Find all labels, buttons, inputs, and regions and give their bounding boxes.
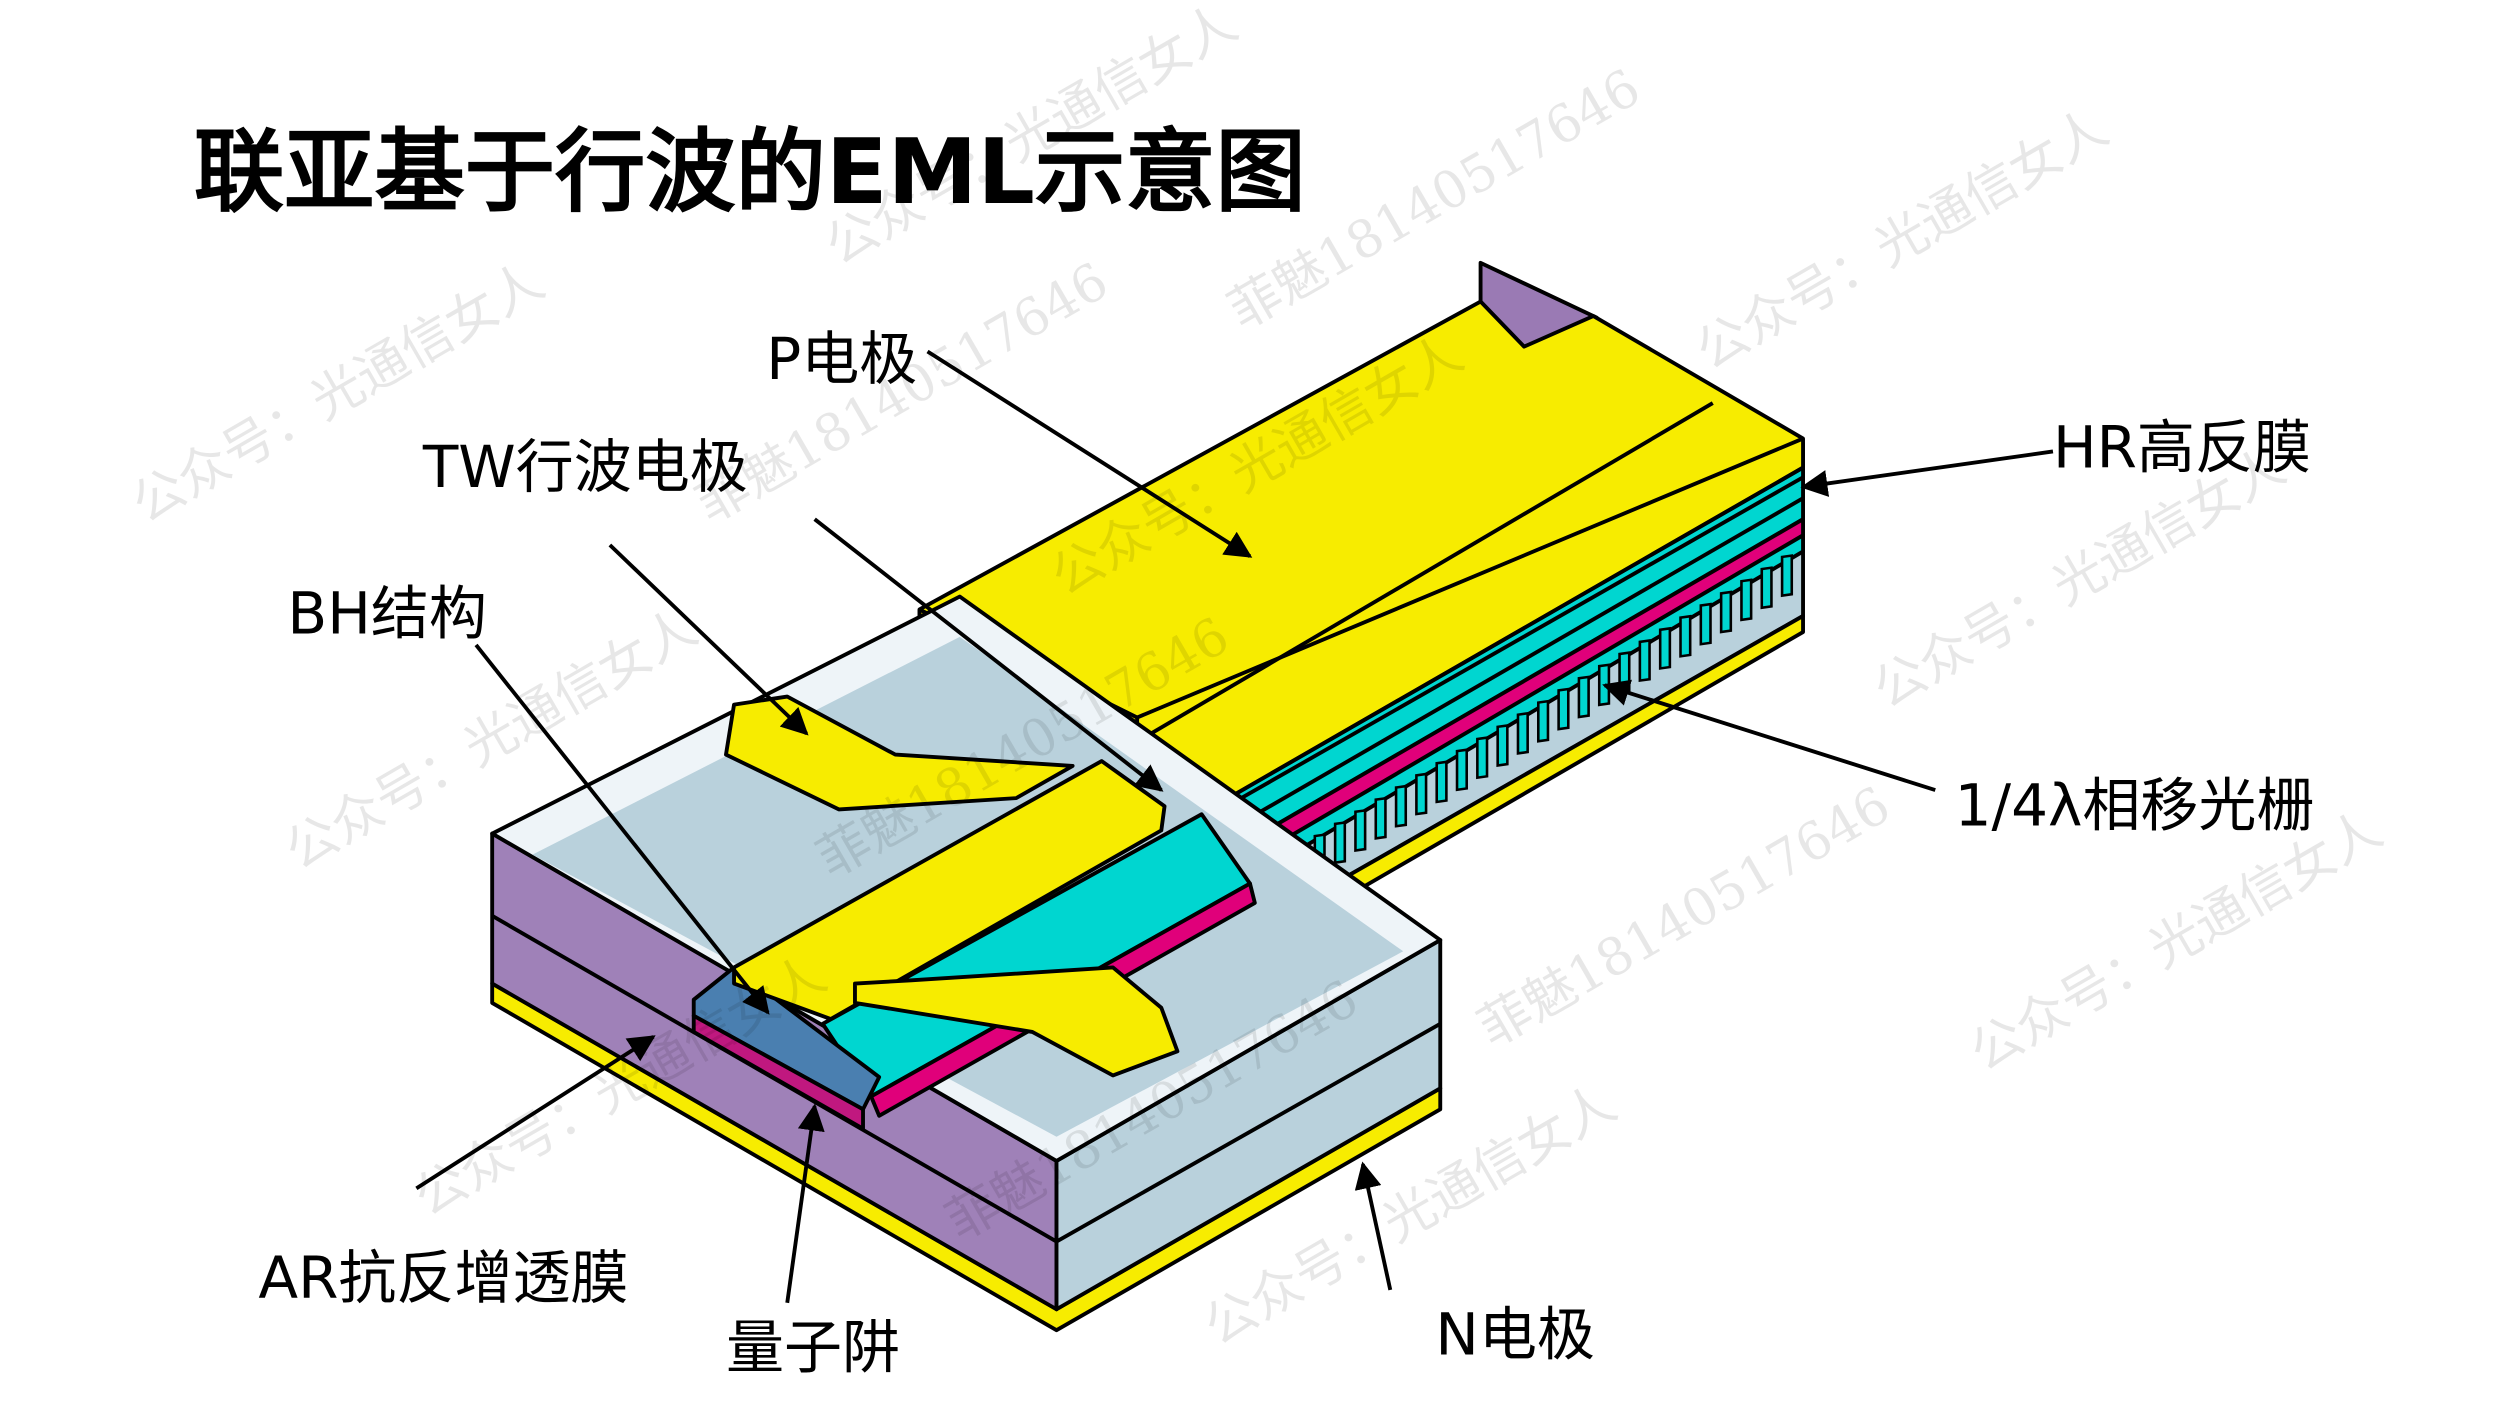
grating-bar (1760, 566, 1773, 610)
grating-bar (1557, 687, 1570, 731)
grating-bar (1638, 639, 1651, 683)
watermark-account: 公众号：光通信女人 (1686, 98, 2118, 382)
grating-bar (1415, 772, 1428, 816)
callout-arrows (415, 349, 2054, 1304)
grating-bar (1740, 578, 1753, 622)
grating-bar (1333, 821, 1347, 865)
grating-bar (1394, 784, 1408, 828)
grating-bars (1272, 554, 1794, 901)
watermark-contact: 菲魅18140517646 (1468, 775, 1900, 1059)
grating-bar (1496, 723, 1509, 767)
grating-bar (1435, 760, 1448, 804)
grating-bar (1618, 651, 1631, 695)
page-title: 联亚基于行波的EML示意图 (194, 120, 1306, 225)
label-hr-coating: HR高反膜 (2053, 414, 2311, 482)
grating-bar (1658, 626, 1672, 670)
watermark-contact: 菲魅18140517646 (686, 251, 1118, 535)
label-grating: 1/4λ相移光栅 (1955, 772, 2315, 840)
watermark-account: 公众号：光通信女人 (1960, 799, 2392, 1083)
tw-electrode-pad-bottom (853, 965, 1180, 1078)
grating-bar (1699, 602, 1712, 646)
grating-bar (1679, 614, 1692, 658)
quantum-well-region (691, 965, 882, 1112)
label-n-electrode: N电极 (1435, 1300, 1594, 1368)
grating-bar (1354, 808, 1367, 852)
label-quantum-well: 量子阱 (726, 1313, 900, 1381)
tw-electrode-strip (732, 759, 1167, 1021)
tw-electrode-pad-top (724, 694, 1075, 812)
base-block (490, 594, 1443, 1333)
grating-bar (1516, 711, 1529, 755)
grating-bar (1719, 590, 1733, 634)
grating-bar (1780, 554, 1794, 598)
laser-section (917, 260, 1805, 946)
grating-bar (1455, 748, 1468, 792)
label-ar-coating: AR抗反增透膜 (258, 1244, 628, 1312)
grating-bar (1476, 736, 1489, 780)
label-bh-structure: BH结构 (287, 580, 487, 648)
grating-bar (1537, 699, 1550, 743)
label-tw-electrode: TW行波电极 (422, 433, 748, 501)
label-p-electrode: P电极 (766, 325, 917, 393)
grating-bar (1374, 796, 1387, 840)
grating-bar (1577, 675, 1590, 719)
